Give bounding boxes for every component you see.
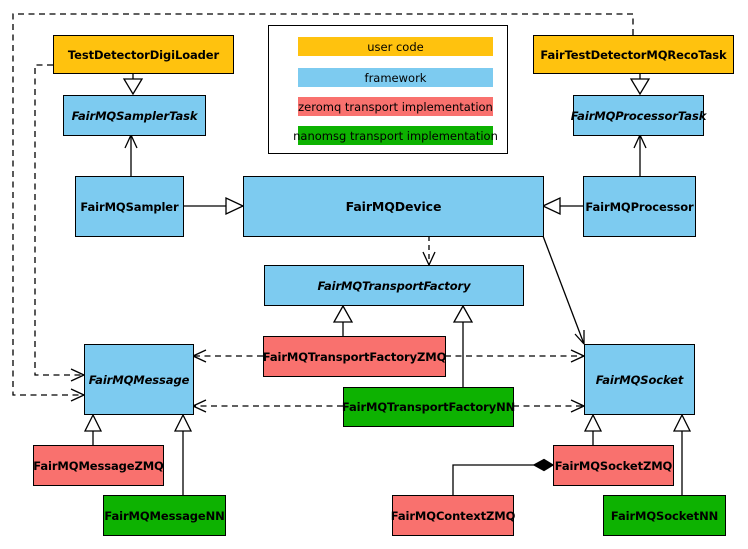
node-fairmqsampler[interactable]: FairMQSampler (75, 176, 184, 237)
legend: user code framework zeromq transport imp… (268, 25, 508, 154)
node-fairmqtransportfactoryzmq[interactable]: FairMQTransportFactoryZMQ (263, 336, 446, 377)
edge-recotask-processortask-inheritance (629, 74, 651, 96)
node-fairmqtransportfactorynn[interactable]: FairMQTransportFactoryNN (341, 387, 516, 427)
node-label: FairMQDevice (345, 199, 442, 214)
edge-processor-processortask-association (633, 134, 647, 176)
node-label: TestDetectorDigiLoader (67, 47, 220, 62)
node-label: FairMQTransportFactory (317, 278, 471, 293)
node-label: FairMQSamplerTask (71, 108, 198, 123)
edge-socknn-socket-inheritance (672, 413, 692, 495)
edge-recotask-message-dependency (12, 13, 634, 402)
edge-device-socket-association (542, 235, 585, 345)
node-label: FairMQProcessorTask (570, 108, 707, 123)
node-label: FairMQMessage (88, 372, 190, 387)
edge-msgzmq-message-inheritance (83, 413, 103, 445)
node-label: FairMQProcessor (585, 199, 694, 214)
edge-digiloader-message-dependency (34, 64, 85, 382)
edge-tfnn-factory-inheritance (452, 304, 474, 387)
node-label: FairMQTransportFactoryNN (341, 400, 516, 414)
node-fairmqsocket[interactable]: FairMQSocket (584, 344, 695, 415)
node-label: FairMQSocketNN (610, 508, 719, 523)
node-label: FairMQSampler (80, 199, 179, 214)
edge-tfzmq-message-dependency (192, 349, 263, 363)
node-label: FairMQMessageZMQ (33, 458, 164, 473)
legend-item-nanomsg: nanomsg transport implementation (293, 126, 498, 145)
node-testdetectordigiloader[interactable]: TestDetectorDigiLoader (53, 35, 234, 74)
edge-sockzmq-contextzmq-aggregation (452, 458, 555, 495)
edge-digiloader-samplertask-inheritance (122, 74, 144, 96)
node-fairmqprocessor[interactable]: FairMQProcessor (583, 176, 696, 237)
node-label: FairMQSocketZMQ (554, 458, 673, 473)
edge-msgnn-message-inheritance (173, 413, 193, 495)
legend-item-zeromq: zeromq transport implementation (298, 97, 493, 116)
legend-item-user-code: user code (298, 37, 493, 56)
node-fairmqsocketnn[interactable]: FairMQSocketNN (603, 495, 726, 536)
edge-sockzmq-socket-inheritance (583, 413, 603, 445)
node-label: FairMQTransportFactoryZMQ (262, 349, 447, 364)
edge-tfzmq-socket-dependency (445, 349, 585, 363)
node-fairmqmessagenn[interactable]: FairMQMessageNN (103, 495, 226, 536)
edge-tfnn-message-dependency (192, 399, 343, 413)
edge-tfzmq-factory-inheritance (332, 304, 354, 336)
edge-tfnn-socket-dependency (513, 399, 585, 413)
edge-processor-device-inheritance (541, 196, 583, 216)
node-fairmqmessagezmq[interactable]: FairMQMessageZMQ (33, 445, 164, 486)
node-label: FairMQMessageNN (104, 508, 225, 523)
node-fairtestdetectormqrecotask[interactable]: FairTestDetectorMQRecoTask (533, 35, 734, 74)
node-fairmqcontextzmq[interactable]: FairMQContextZMQ (390, 495, 516, 536)
edge-sampler-device-inheritance (184, 196, 245, 216)
node-label: FairMQContextZMQ (390, 508, 516, 523)
node-fairmqsamplertask[interactable]: FairMQSamplerTask (63, 95, 206, 136)
legend-item-framework: framework (298, 68, 493, 87)
node-label: FairTestDetectorMQRecoTask (540, 47, 727, 62)
node-fairmqprocessortask[interactable]: FairMQProcessorTask (570, 95, 707, 136)
node-fairmqtransportfactory[interactable]: FairMQTransportFactory (264, 265, 524, 306)
node-fairmqmessage[interactable]: FairMQMessage (84, 344, 194, 415)
edge-device-factory-dependency (422, 236, 436, 266)
node-label: FairMQSocket (595, 372, 684, 387)
edge-sampler-samplertask-association (124, 134, 138, 176)
node-fairmqdevice[interactable]: FairMQDevice (243, 176, 544, 237)
node-fairmqsocketzmq[interactable]: FairMQSocketZMQ (553, 445, 674, 486)
